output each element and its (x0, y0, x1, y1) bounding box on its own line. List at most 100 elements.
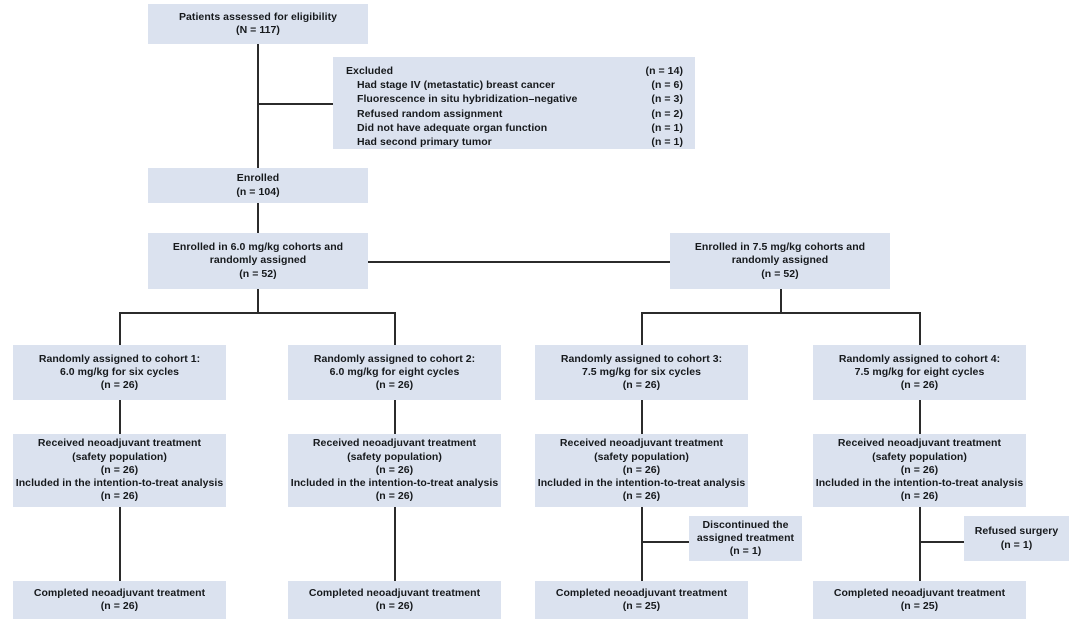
node-received-3-line2: (safety population) (594, 450, 689, 463)
node-enrolled: Enrolled (n = 104) (148, 168, 368, 203)
connector-to-refused4 (919, 541, 964, 543)
excluded-heading-row: Excluded (n = 14) (346, 64, 683, 78)
excluded-reason-count: (n = 1) (651, 121, 683, 134)
node-received-cohort-3: Received neoadjuvant treatment (safety p… (535, 434, 748, 507)
excluded-reason-row: Did not have adequate organ function (n … (346, 121, 683, 135)
excluded-reason-label: Had second primary tumor (357, 136, 492, 149)
node-patients-assessed-line1: Patients assessed for eligibility (178, 10, 338, 23)
node-discontinued-cohort-3: Discontinued the assigned treatment (n =… (689, 516, 802, 561)
excluded-reason-row: Refused random assignment (n = 2) (346, 107, 683, 121)
node-completed-cohort-4: Completed neoadjuvant treatment (n = 25) (813, 581, 1026, 619)
connector-received3-to-completed3 (641, 507, 643, 581)
excluded-reason-row: Fluorescence in situ hybridization–negat… (346, 92, 683, 106)
node-received-4-line2: (safety population) (872, 450, 967, 463)
node-cohort-4: Randomly assigned to cohort 4: 7.5 mg/kg… (813, 345, 1026, 400)
node-enrolled-6-0-line2: randomly assigned (209, 254, 307, 267)
node-completed-3-line1: Completed neoadjuvant treatment (555, 586, 728, 599)
node-discontinued-line2: assigned treatment (696, 531, 795, 544)
connector-60-down (257, 289, 259, 314)
node-enrolled-7-5-line1: Enrolled in 7.5 mg/kg cohorts and (694, 241, 866, 254)
excluded-heading-count: (n = 14) (645, 65, 683, 77)
node-discontinued-line1: Discontinued the (702, 518, 789, 531)
excluded-reason-label: Fluorescence in situ hybridization–negat… (357, 93, 578, 106)
node-received-cohort-1: Received neoadjuvant treatment (safety p… (13, 434, 226, 507)
node-received-1-line2: (safety population) (72, 450, 167, 463)
node-received-2-line2: (safety population) (347, 450, 442, 463)
node-patients-assessed: Patients assessed for eligibility (N = 1… (148, 4, 368, 44)
node-completed-4-line1: Completed neoadjuvant treatment (833, 586, 1006, 599)
node-refused-surgery-line1: Refused surgery (974, 525, 1059, 538)
connector-assessed-to-enrolled (257, 44, 259, 168)
node-received-2-line1: Received neoadjuvant treatment (312, 437, 477, 450)
node-completed-1-line1: Completed neoadjuvant treatment (33, 586, 206, 599)
node-cohort-2-line2: 6.0 mg/kg for eight cycles (329, 365, 460, 378)
node-cohort-1-line3: (n = 26) (100, 379, 139, 392)
node-cohort-2: Randomly assigned to cohort 2: 6.0 mg/kg… (288, 345, 501, 400)
excluded-reason-count: (n = 6) (651, 79, 683, 92)
node-patients-assessed-line2: (N = 117) (236, 24, 280, 36)
node-cohort-1: Randomly assigned to cohort 1: 6.0 mg/kg… (13, 345, 226, 400)
node-completed-4-line2: (n = 25) (900, 600, 939, 612)
node-cohort-1-line2: 6.0 mg/kg for six cycles (59, 365, 180, 378)
node-cohort-4-line2: 7.5 mg/kg for eight cycles (854, 365, 985, 378)
node-completed-1-line2: (n = 26) (100, 600, 139, 612)
connector-60-bus (120, 312, 396, 314)
connector-cohort2-to-received2 (394, 400, 396, 434)
node-completed-cohort-2: Completed neoadjuvant treatment (n = 26) (288, 581, 501, 619)
connector-cohort3-to-received3 (641, 400, 643, 434)
connector-received1-to-completed1 (119, 507, 121, 581)
excluded-reason-label: Refused random assignment (357, 107, 503, 120)
node-received-3-line3: (n = 26) (622, 463, 661, 476)
node-excluded: Excluded (n = 14) Had stage IV (metastat… (333, 57, 695, 149)
node-received-1-line5: (n = 26) (100, 490, 139, 503)
connector-75-bus (642, 312, 921, 314)
node-cohort-3: Randomly assigned to cohort 3: 7.5 mg/kg… (535, 345, 748, 400)
node-cohort-1-line1: Randomly assigned to cohort 1: (38, 352, 201, 365)
node-completed-2-line1: Completed neoadjuvant treatment (308, 586, 481, 599)
node-received-2-line4: Included in the intention-to-treat analy… (290, 477, 499, 490)
node-enrolled-7-5-cohorts: Enrolled in 7.5 mg/kg cohorts and random… (670, 233, 890, 289)
node-cohort-2-line1: Randomly assigned to cohort 2: (313, 352, 476, 365)
connector-received4-to-completed4 (919, 507, 921, 581)
node-completed-3-line2: (n = 25) (622, 600, 661, 612)
connector-75-down (780, 289, 782, 314)
node-enrolled-7-5-line2: randomly assigned (731, 254, 829, 267)
connector-cohort3-drop (641, 312, 643, 346)
node-cohort-4-line3: (n = 26) (900, 379, 939, 392)
node-cohort-3-line2: 7.5 mg/kg for six cycles (581, 365, 702, 378)
node-received-2-line5: (n = 26) (375, 490, 414, 503)
node-enrolled-6-0-cohorts: Enrolled in 6.0 mg/kg cohorts and random… (148, 233, 368, 289)
node-received-1-line1: Received neoadjuvant treatment (37, 437, 202, 450)
connector-cohort1-drop (119, 312, 121, 346)
node-received-3-line5: (n = 26) (622, 490, 661, 503)
node-completed-cohort-1: Completed neoadjuvant treatment (n = 26) (13, 581, 226, 619)
node-cohort-3-line1: Randomly assigned to cohort 3: (560, 352, 723, 365)
node-received-1-line3: (n = 26) (100, 463, 139, 476)
excluded-reason-label: Did not have adequate organ function (357, 121, 548, 134)
node-received-1-line4: Included in the intention-to-treat analy… (15, 477, 224, 490)
excluded-reason-row: Had second primary tumor (n = 1) (346, 135, 683, 149)
node-received-2-line3: (n = 26) (375, 463, 414, 476)
node-enrolled-7-5-line3: (n = 52) (761, 267, 799, 280)
node-received-3-line1: Received neoadjuvant treatment (559, 437, 724, 450)
connector-cohort4-drop (919, 312, 921, 346)
connector-cohort4-to-received4 (919, 400, 921, 434)
excluded-heading-label: Excluded (346, 65, 394, 77)
connector-received2-to-completed2 (394, 507, 396, 581)
node-received-4-line1: Received neoadjuvant treatment (837, 437, 1002, 450)
connector-to-discontinued3 (641, 541, 689, 543)
node-received-4-line4: Included in the intention-to-treat analy… (815, 477, 1024, 490)
node-received-cohort-2: Received neoadjuvant treatment (safety p… (288, 434, 501, 507)
excluded-reason-count: (n = 3) (651, 93, 683, 106)
node-cohort-3-line3: (n = 26) (622, 379, 661, 392)
node-refused-surgery-line2: (n = 1) (1000, 538, 1033, 551)
excluded-reason-label: Had stage IV (metastatic) breast cancer (357, 79, 556, 92)
node-discontinued-line3: (n = 1) (729, 545, 762, 558)
excluded-reason-row: Had stage IV (metastatic) breast cancer … (346, 78, 683, 92)
node-enrolled-6-0-line3: (n = 52) (239, 267, 277, 280)
connector-cohort2-drop (394, 312, 396, 346)
node-enrolled-line2: (n = 104) (236, 185, 280, 198)
connector-cohort1-to-received1 (119, 400, 121, 434)
node-received-3-line4: Included in the intention-to-treat analy… (537, 477, 746, 490)
